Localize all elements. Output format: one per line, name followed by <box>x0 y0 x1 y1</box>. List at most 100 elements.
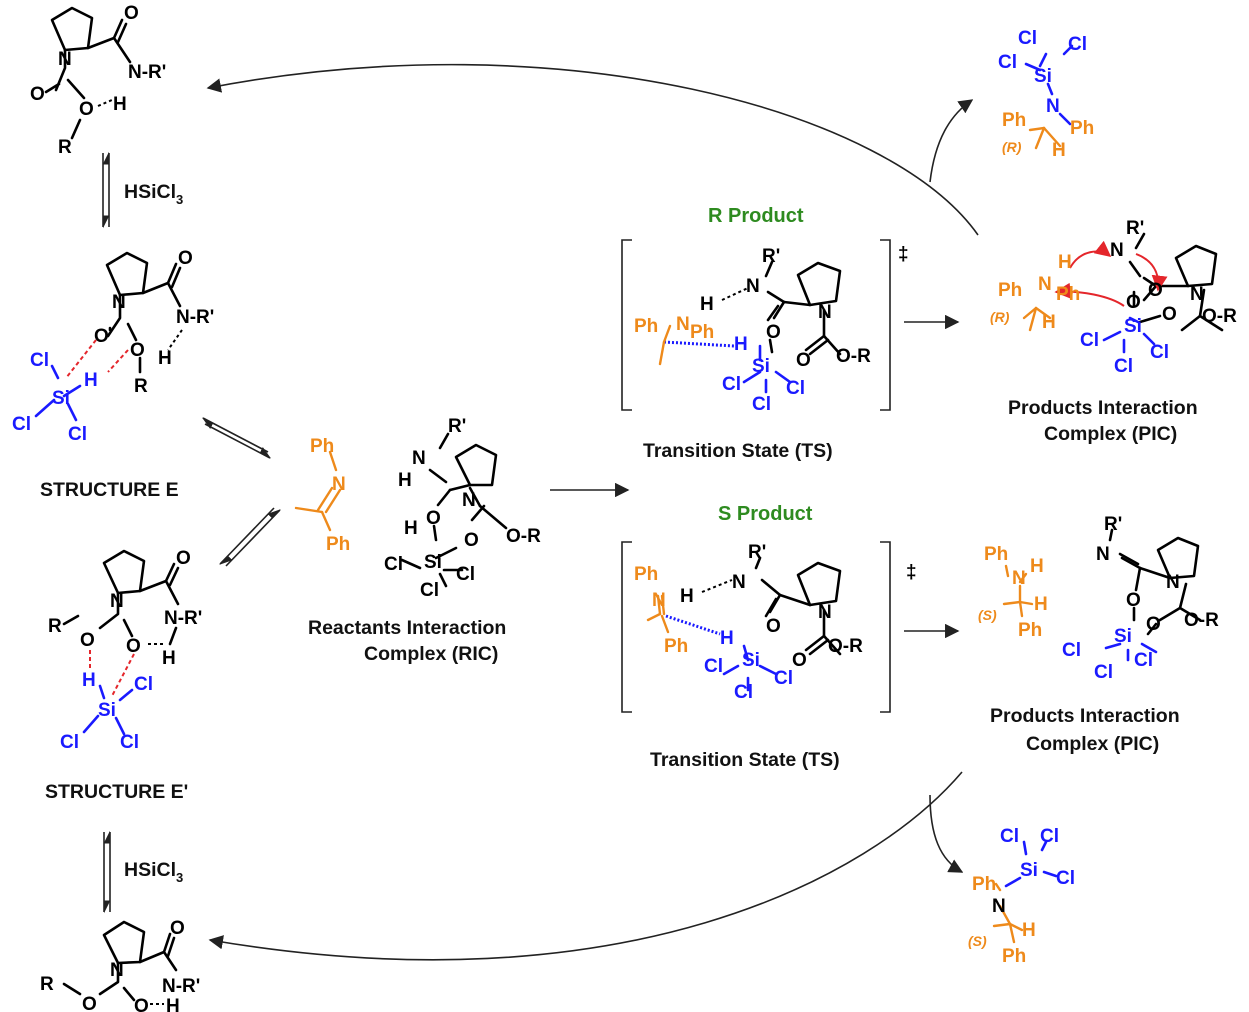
ts-r-label: Transition State (TS) <box>643 440 833 462</box>
svg-text:Cl: Cl <box>60 732 79 753</box>
ric-label-line2: Complex (RIC) <box>364 643 498 665</box>
svg-text:Cl: Cl <box>1068 34 1087 55</box>
svg-text:O: O <box>94 326 109 347</box>
svg-text:(R): (R) <box>1002 139 1022 155</box>
svg-text:H: H <box>1052 140 1066 161</box>
svg-text:N: N <box>818 602 832 623</box>
svg-text:O: O <box>426 508 441 529</box>
svg-text:Ph: Ph <box>310 436 334 457</box>
svg-text:N-R': N-R' <box>164 608 202 629</box>
ts-s-dagger: ‡ <box>906 562 917 583</box>
svg-text:H: H <box>162 648 176 669</box>
svg-text:N: N <box>1012 568 1026 589</box>
svg-text:O: O <box>1126 292 1141 313</box>
svg-text:H: H <box>720 628 734 649</box>
r-product-label: R Product <box>708 205 804 227</box>
svg-text:H: H <box>82 670 96 691</box>
svg-text:Cl: Cl <box>456 564 475 585</box>
svg-text:O: O <box>126 636 141 657</box>
pic-r-label-line1: Products Interaction <box>1008 397 1198 419</box>
svg-text:N: N <box>732 572 746 593</box>
svg-text:Cl: Cl <box>1018 28 1037 49</box>
svg-text:N-R': N-R' <box>176 307 214 328</box>
svg-text:R': R' <box>762 246 780 267</box>
svg-text:(S): (S) <box>968 933 987 949</box>
svg-text:O: O <box>130 340 145 361</box>
svg-text:N: N <box>1096 544 1110 565</box>
pic-s-label-line1: Products Interaction <box>990 705 1180 727</box>
svg-text:O: O <box>82 994 97 1012</box>
svg-text:O-R: O-R <box>836 346 871 367</box>
svg-text:Ph: Ph <box>1070 118 1094 139</box>
pic-r-label-line2: Complex (PIC) <box>1044 423 1177 445</box>
svg-text:N-R': N-R' <box>162 976 200 997</box>
svg-text:N: N <box>1046 96 1060 117</box>
svg-text:R': R' <box>1126 218 1144 239</box>
svg-text:Ph: Ph <box>1002 946 1026 967</box>
svg-text:R': R' <box>748 542 766 563</box>
svg-text:R: R <box>48 616 62 637</box>
svg-text:H: H <box>1034 594 1048 615</box>
svg-text:H: H <box>1058 252 1072 273</box>
released-product-r: Cl Cl Cl Si N Ph Ph (R) H <box>998 28 1094 161</box>
svg-text:Cl: Cl <box>134 674 153 695</box>
svg-text:N: N <box>1190 284 1204 305</box>
pic-s-complex: Ph N H H (S) Ph R' N N O O O-R Si Cl Cl … <box>978 514 1219 683</box>
svg-text:(R): (R) <box>990 309 1010 325</box>
svg-text:Si: Si <box>52 388 70 409</box>
equilibrium-arrow-bottom <box>103 830 111 914</box>
svg-text:Ph: Ph <box>1002 110 1026 131</box>
ric-label-line1: Reactants Interaction <box>308 617 506 639</box>
svg-text:O: O <box>1126 590 1141 611</box>
cycle-arc-bottom <box>208 771 963 961</box>
structure-e-label: STRUCTURE E <box>40 479 179 501</box>
svg-text:Cl: Cl <box>786 378 805 399</box>
svg-text:Cl: Cl <box>998 52 1017 73</box>
svg-text:H: H <box>680 586 694 607</box>
structure-e: N O O N-R' O H R Cl H Si Cl Cl <box>12 248 214 445</box>
svg-text:Si: Si <box>98 700 116 721</box>
s-product-label: S Product <box>718 503 813 525</box>
svg-text:N: N <box>462 490 476 511</box>
svg-text:O: O <box>79 99 94 120</box>
svg-text:Cl: Cl <box>1080 330 1099 351</box>
svg-text:H: H <box>398 470 412 491</box>
svg-text:N: N <box>676 314 690 335</box>
svg-text:N: N <box>992 896 1006 917</box>
svg-text:N: N <box>412 448 426 469</box>
release-arrow-s <box>929 794 964 873</box>
svg-text:H: H <box>404 518 418 539</box>
cycle-arc-top <box>206 63 979 236</box>
svg-text:R': R' <box>448 416 466 437</box>
svg-text:Si: Si <box>752 356 770 377</box>
svg-text:N: N <box>110 591 124 612</box>
svg-text:N-R': N-R' <box>128 62 166 83</box>
ts-s-complex: R' N H N O O O-R Ph N Ph H Si Cl Cl Cl <box>634 542 863 703</box>
pic-s-label-line2: Complex (PIC) <box>1026 733 1159 755</box>
svg-text:O: O <box>1146 614 1161 635</box>
svg-text:O: O <box>796 350 811 371</box>
svg-text:N: N <box>1038 274 1052 295</box>
svg-text:H: H <box>700 294 714 315</box>
ts-s-brackets <box>621 541 891 713</box>
svg-text:R: R <box>58 137 72 158</box>
equilibrium-arrow-e-prime <box>219 507 281 567</box>
pic-r-complex: R' N O O N O O-R H N Ph Ph (R) H Si Cl C… <box>990 218 1237 377</box>
svg-text:N: N <box>110 960 124 981</box>
svg-text:O-R: O-R <box>1202 306 1237 327</box>
svg-text:O: O <box>792 650 807 671</box>
svg-text:N: N <box>1110 240 1124 261</box>
structure-e-prime: N O R O O N-R' H H Cl Si Cl Cl <box>48 548 202 753</box>
svg-text:H: H <box>1042 312 1056 333</box>
svg-text:N: N <box>746 276 760 297</box>
svg-text:R: R <box>134 376 148 397</box>
svg-text:Ph: Ph <box>984 544 1008 565</box>
svg-text:H: H <box>166 996 180 1012</box>
svg-text:Cl: Cl <box>420 580 439 601</box>
svg-text:Ph: Ph <box>690 322 714 343</box>
svg-text:H: H <box>734 334 748 355</box>
svg-text:Cl: Cl <box>734 682 753 703</box>
catalyst-structure-top: N O O O H N-R' R <box>30 3 166 158</box>
svg-text:H: H <box>1030 556 1044 577</box>
svg-text:Si: Si <box>1114 626 1132 647</box>
